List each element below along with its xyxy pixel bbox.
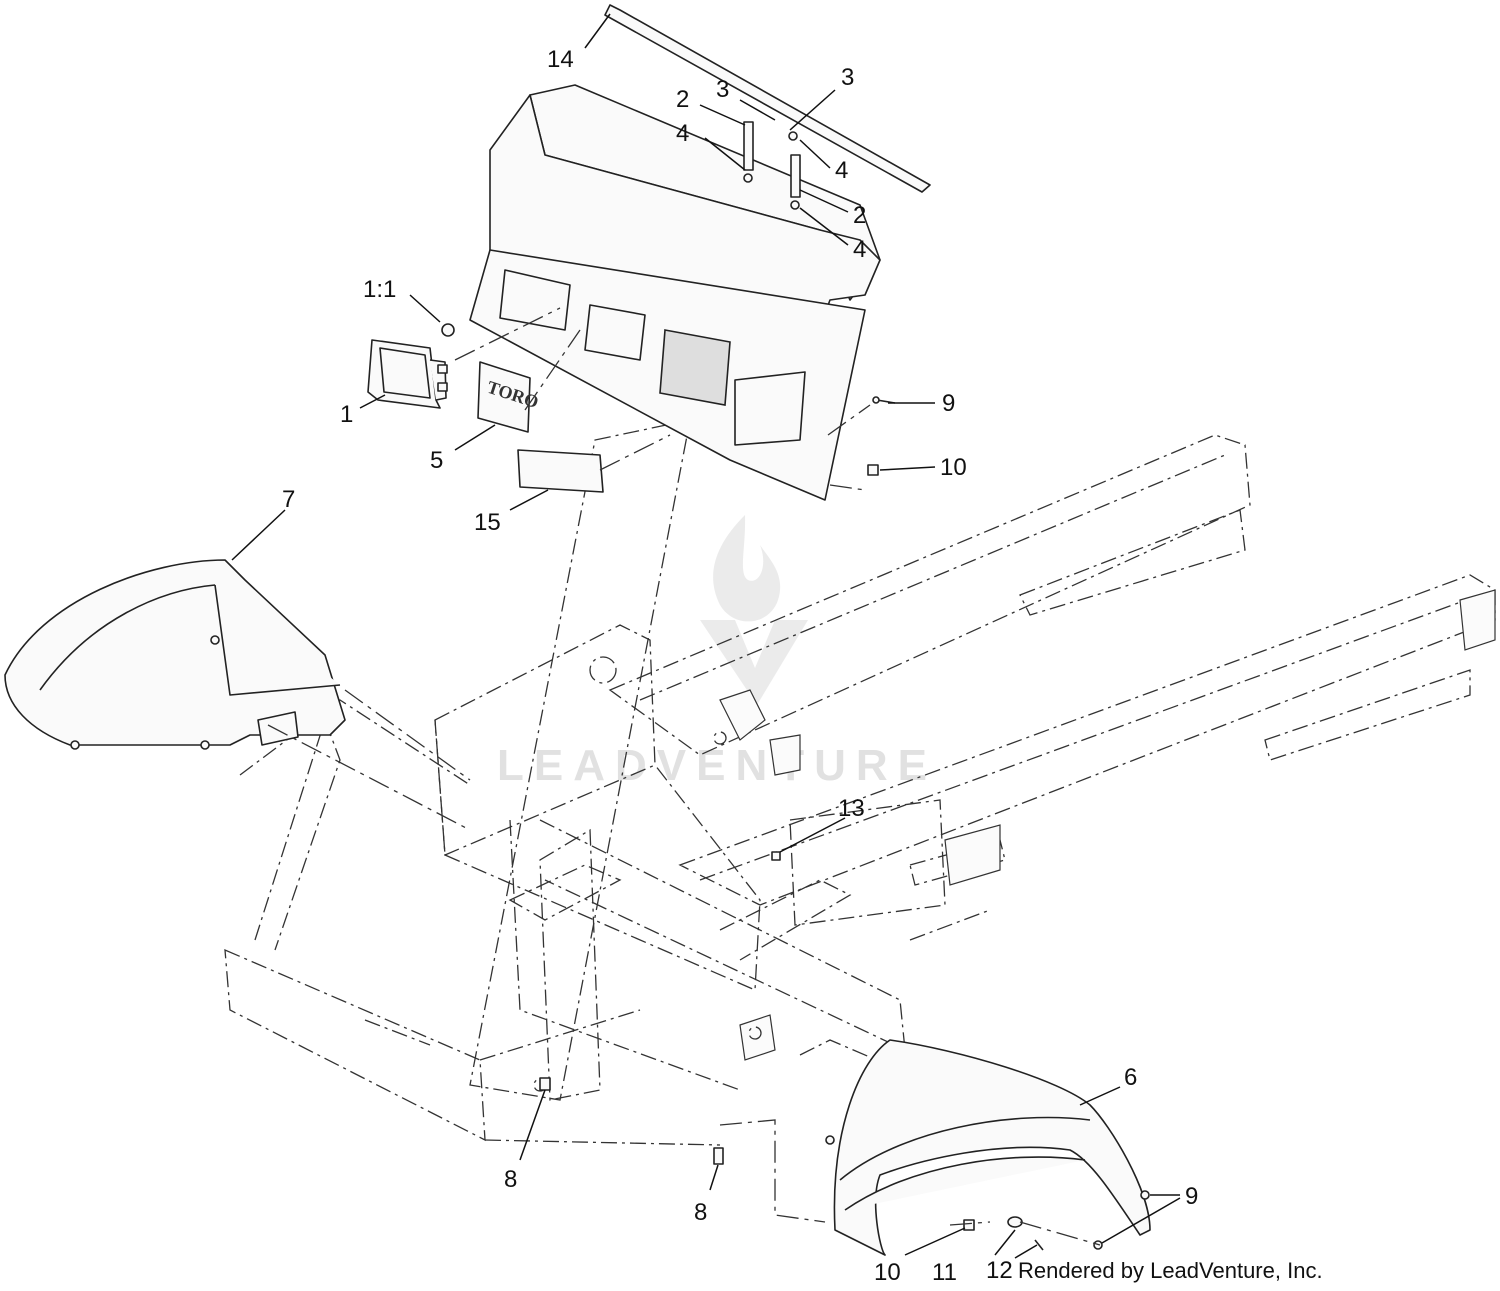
chassis-frame <box>224 419 1496 1146</box>
clip-8-left <box>539 1077 551 1091</box>
nut-4-bottom <box>790 200 800 210</box>
callout-4: 4 <box>853 236 866 263</box>
bulb-1-1 <box>441 323 455 337</box>
callout-1: 1 <box>340 401 353 428</box>
callout-10: 10 <box>874 1259 901 1286</box>
hardware <box>539 396 1150 1251</box>
nut-4-left <box>743 173 753 183</box>
part-15-decal <box>517 449 604 493</box>
callout-9: 9 <box>1185 1183 1198 1210</box>
clip-8-right <box>713 1147 724 1165</box>
flame-logo-icon <box>713 515 781 622</box>
watermark-text: LEADVENTURE <box>497 741 937 790</box>
part-6-right-fender <box>825 1039 1151 1256</box>
callout-3: 3 <box>716 76 729 103</box>
assembly-lines <box>267 307 1101 1246</box>
nut-4-top <box>788 131 798 141</box>
callout-7: 7 <box>282 486 295 513</box>
callout-14: 14 <box>547 46 574 73</box>
callout-8: 8 <box>504 1166 517 1193</box>
nut-13 <box>771 851 781 861</box>
callout-10: 10 <box>940 454 967 481</box>
callout-4: 4 <box>676 120 689 147</box>
callout-8: 8 <box>694 1199 707 1226</box>
brackets-2-3-4 <box>743 121 801 210</box>
callout-1-1: 1:1 <box>363 276 396 303</box>
screw-9-fender-top <box>1140 1190 1150 1200</box>
pin-12 <box>1034 1239 1044 1251</box>
part-7-left-fender <box>4 559 346 750</box>
hood-console <box>469 84 881 501</box>
v-logo-icon <box>700 620 808 705</box>
callout-11: 11 <box>932 1259 957 1286</box>
bracket-2-left <box>743 121 754 171</box>
callout-2: 2 <box>676 86 689 113</box>
callout-5: 5 <box>430 447 443 474</box>
washer-11 <box>1007 1216 1023 1228</box>
part-5-brand-plate: TORO <box>477 361 541 433</box>
callout-13: 13 <box>838 795 865 822</box>
callout-labels: 14 3 3 2 4 4 2 4 1:1 1 5 9 10 15 7 13 6 … <box>282 46 1198 1286</box>
bolt-10-bottom <box>963 1219 975 1231</box>
watermark: LEADVENTURE <box>497 515 937 790</box>
callout-4: 4 <box>835 157 848 184</box>
callout-3: 3 <box>841 64 854 91</box>
part-1-headlight <box>367 323 455 409</box>
callout-15: 15 <box>474 509 501 536</box>
callout-2: 2 <box>853 202 866 229</box>
render-credit: Rendered by LeadVenture, Inc. <box>1018 1258 1323 1283</box>
bracket-2-right <box>790 154 801 198</box>
part-14-rod <box>604 4 931 193</box>
callout-12: 12 <box>986 1257 1013 1284</box>
bolt-10-top <box>867 464 879 476</box>
leader-lines <box>231 13 1181 1259</box>
callout-6: 6 <box>1124 1064 1137 1091</box>
callout-9: 9 <box>942 390 955 417</box>
